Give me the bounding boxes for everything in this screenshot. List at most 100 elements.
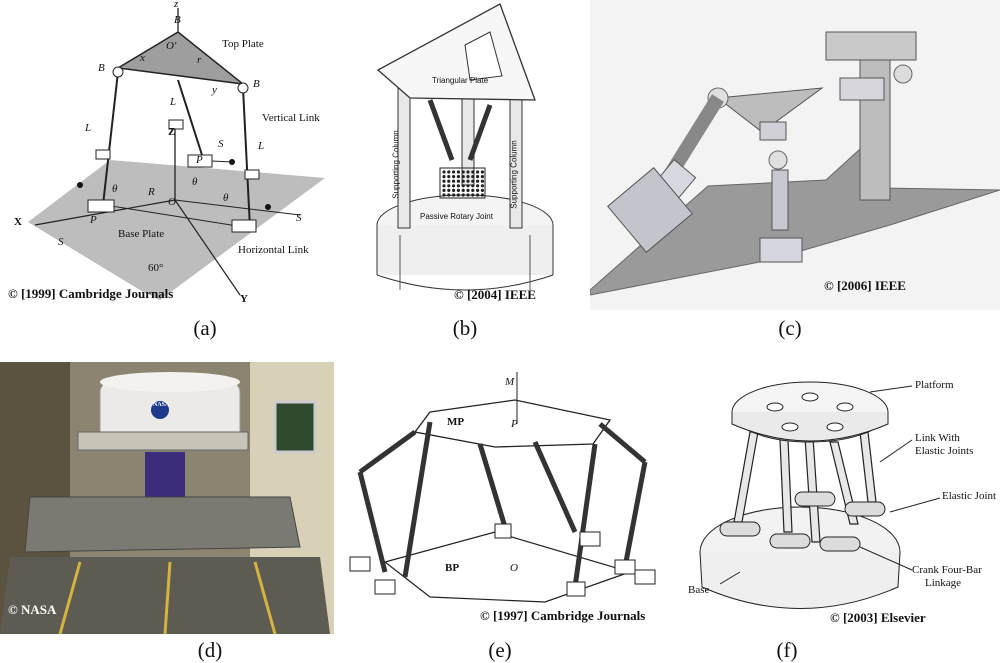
- label-p3: P: [196, 154, 203, 166]
- grid-dot: [456, 188, 460, 192]
- label-angle: 60°: [148, 262, 164, 274]
- label-platform: Platform: [915, 379, 954, 391]
- label-z: z: [174, 0, 179, 10]
- copyright-d: © NASA: [8, 602, 57, 617]
- grid-dot: [466, 179, 470, 183]
- grid-dot: [461, 188, 465, 192]
- label-l3: L: [170, 96, 177, 108]
- label-horizontal-link: Horizontal Link: [238, 244, 309, 256]
- caption-e: (e): [488, 638, 512, 662]
- copyright-a: © [1999] Cambridge Journals: [8, 286, 174, 301]
- label-r: r: [197, 54, 202, 66]
- label-o-prime: O': [166, 40, 177, 52]
- grid-dot: [461, 175, 465, 179]
- label-s1: S: [58, 236, 64, 248]
- grid-dot: [452, 179, 456, 183]
- grid-dot: [442, 188, 446, 192]
- grid-dot: [476, 184, 480, 188]
- label-triangular-plate: Triangular Plate: [432, 76, 489, 85]
- grid-dot: [471, 193, 475, 197]
- figure-panel-b: Triangular Plate Supporting Column Suppo…: [370, 0, 560, 310]
- label-supporting-column-left: Supporting Column: [391, 130, 401, 199]
- label-b2: B: [253, 78, 260, 90]
- label-b3: B: [174, 14, 181, 26]
- copyright-f: © [2003] Elsevier: [830, 610, 926, 625]
- label-Y: Y: [240, 293, 248, 305]
- grid-dot: [447, 170, 451, 174]
- grid-dot: [461, 184, 465, 188]
- grid-dot: [476, 170, 480, 174]
- label-theta2: θ: [223, 192, 229, 204]
- label-y: y: [212, 84, 217, 96]
- grid-dot: [466, 188, 470, 192]
- elastic-platform-diagram-f: [699, 381, 941, 609]
- label-crank-2: Linkage: [925, 577, 962, 589]
- label-l2: L: [258, 140, 265, 152]
- hexapod-diagram-e: [349, 372, 656, 603]
- platform-diagram-a: [28, 8, 325, 300]
- grid-dot: [452, 170, 456, 174]
- figure-panel-f: Platform Link With Elastic Joints Elasti…: [680, 362, 1000, 634]
- nasa-photo-d: [0, 362, 334, 634]
- grid-dot: [452, 193, 456, 197]
- grid-dot: [480, 179, 484, 183]
- grid-dot: [480, 188, 484, 192]
- label-X: X: [14, 216, 22, 228]
- label-m: M: [505, 376, 515, 388]
- label-s3: S: [218, 138, 224, 150]
- figure-panel-c: © [2006] IEEE: [590, 0, 1000, 310]
- copyright-b: © [2004] IEEE: [454, 287, 536, 302]
- label-R: R: [148, 186, 155, 198]
- label-base-plate: Base Plate: [118, 228, 165, 240]
- grid-dot: [471, 175, 475, 179]
- label-o: O: [510, 562, 518, 574]
- label-x: x: [140, 52, 145, 64]
- label-supporting-column-right: Supporting Column: [509, 140, 519, 209]
- grid-dot: [461, 179, 465, 183]
- grid-dot: [480, 193, 484, 197]
- grid-dot: [471, 184, 475, 188]
- grid-dot: [461, 170, 465, 174]
- grid-dot: [442, 184, 446, 188]
- caption-b: (b): [452, 316, 478, 340]
- grid-dot: [476, 175, 480, 179]
- figure-panel-e: M MP P BP O © [1997] Cambridge Journals: [345, 362, 675, 634]
- grid-dot: [471, 179, 475, 183]
- caption-f: (f): [776, 638, 798, 662]
- grid-dot: [452, 175, 456, 179]
- label-O: O: [168, 196, 176, 208]
- label-p: P: [511, 418, 518, 430]
- grid-dot: [447, 175, 451, 179]
- figure-panel-a: z B O' Top Plate x r y B B L Vertical Li…: [0, 0, 330, 310]
- grid-dot: [442, 170, 446, 174]
- grid-dot: [461, 193, 465, 197]
- grid-dot: [471, 188, 475, 192]
- grid-dot: [456, 193, 460, 197]
- grid-dot: [480, 170, 484, 174]
- grid-dot: [456, 184, 460, 188]
- grid-dot: [456, 179, 460, 183]
- label-bp: BP: [445, 562, 460, 574]
- label-l1: L: [85, 122, 92, 134]
- grid-dot: [476, 188, 480, 192]
- label-link-elastic: Link With: [915, 432, 960, 444]
- label-vertical-link: Vertical Link: [262, 112, 320, 124]
- grid-dot: [480, 175, 484, 179]
- grid-dot: [456, 170, 460, 174]
- label-z-upper: Z: [168, 126, 176, 138]
- label-theta3: θ: [192, 176, 198, 188]
- platform-render-c: [590, 0, 1000, 310]
- caption-a: (a): [193, 316, 217, 340]
- label-theta1: θ: [112, 183, 118, 195]
- label-mp: MP: [447, 416, 465, 428]
- grid-dot: [471, 170, 475, 174]
- caption-c: (c): [778, 316, 802, 340]
- caption-d: (d): [197, 638, 223, 662]
- grid-dot: [447, 184, 451, 188]
- label-base: Base: [688, 584, 710, 596]
- figure-panel-d: NASA © NASA: [0, 362, 334, 634]
- copyright-c: © [2006] IEEE: [824, 278, 906, 293]
- grid-dot: [480, 184, 484, 188]
- label-b1: B: [98, 62, 105, 74]
- label-link-elastic-2: Elastic Joints: [915, 445, 974, 457]
